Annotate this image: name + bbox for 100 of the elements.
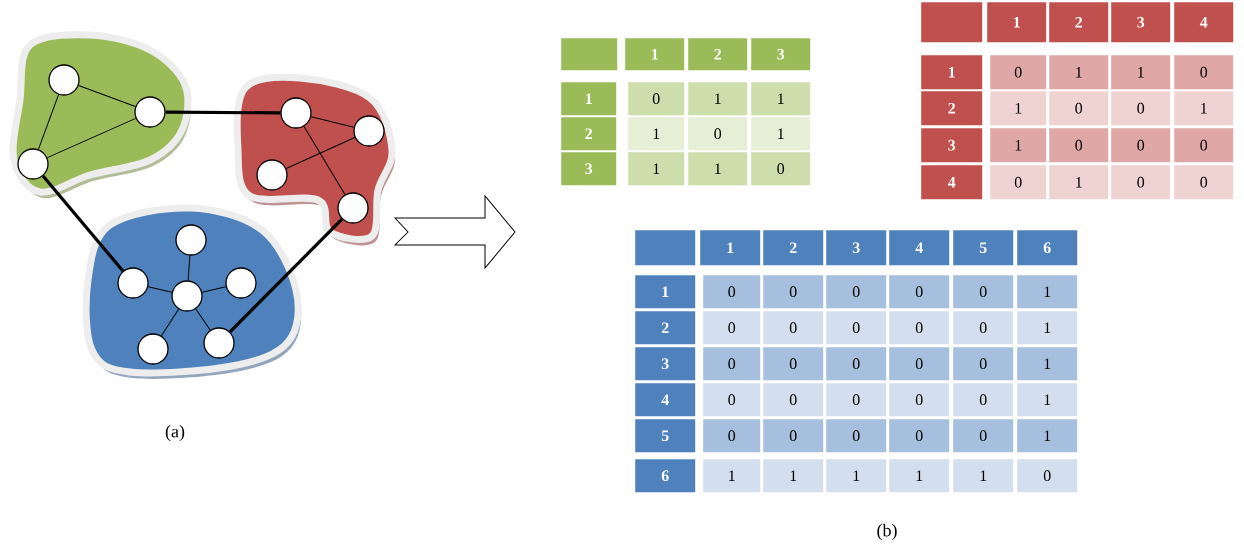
graph-vertex	[280, 97, 312, 129]
table-cell: 4	[921, 165, 983, 200]
table-cell: 1	[889, 459, 950, 493]
table-cell: 0	[763, 275, 824, 309]
table-cell: 0	[1111, 165, 1171, 200]
table-cell: 4	[889, 230, 950, 266]
table-cell: 1	[700, 230, 761, 266]
table-cell: 0	[1174, 165, 1234, 200]
table-cell: 6	[635, 459, 696, 493]
table-cell: 4	[1174, 2, 1234, 43]
table-cell: 1	[688, 152, 748, 186]
table-cell: 0	[990, 55, 1047, 90]
table-cell: 0	[763, 383, 824, 417]
table-cell: 5	[953, 230, 1014, 266]
table-cell: 0	[889, 311, 950, 345]
table-cell: 0	[953, 275, 1014, 309]
table-cell: 0	[953, 383, 1014, 417]
graph-vertex	[225, 267, 257, 299]
graph-vertex	[337, 192, 369, 224]
table-cell: 1	[1017, 311, 1078, 345]
connector-line	[195, 308, 211, 331]
connector-line	[37, 94, 60, 150]
table-cell: 1	[1174, 91, 1234, 126]
table-cell: 0	[889, 275, 950, 309]
table-cell: 1	[1111, 55, 1171, 90]
table-cell: 0	[763, 347, 824, 381]
connector-line	[187, 255, 191, 281]
table-cell: 0	[763, 419, 824, 453]
table-cell: 3	[635, 347, 696, 381]
table-cell: 0	[1111, 91, 1171, 126]
table-cell: 0	[1049, 128, 1109, 163]
table-cell: 0	[703, 311, 761, 345]
table-cell: 2	[1049, 2, 1109, 43]
table-cell: 1	[1049, 55, 1109, 90]
table-cell: 1	[1017, 419, 1078, 453]
table-cell: 1	[1049, 165, 1109, 200]
graph-vertex	[137, 333, 169, 365]
graph-vertex	[48, 64, 80, 96]
table-cell: 0	[953, 419, 1014, 453]
table-cell: 1	[1017, 347, 1078, 381]
table-cell: 1	[751, 117, 811, 151]
table-cell: 0	[826, 311, 887, 345]
table-cell: 0	[889, 347, 950, 381]
table-cell: 1	[1017, 383, 1078, 417]
table-cell: 0	[1049, 91, 1109, 126]
table-cell: 0	[703, 275, 761, 309]
table-cell: 1	[1017, 275, 1078, 309]
connector-line	[228, 218, 344, 334]
table-cell: 0	[751, 152, 811, 186]
table-cell: 2	[688, 38, 748, 71]
table-cell: 1	[628, 152, 685, 186]
connector-line	[41, 174, 125, 273]
table-cell: 0	[953, 311, 1014, 345]
table-cell: 0	[826, 347, 887, 381]
graph-vertex	[117, 267, 149, 299]
cloud-shape	[9, 31, 192, 199]
table-cell: 2	[561, 117, 617, 151]
table-cell: 2	[763, 230, 824, 266]
graph-vertex	[171, 280, 203, 312]
table-cell: 1	[990, 128, 1047, 163]
connector-line	[160, 308, 180, 337]
table-cell: 1	[703, 459, 761, 493]
table-cell: 0	[628, 82, 685, 116]
table-cell: 0	[826, 275, 887, 309]
table-cell: 1	[688, 82, 748, 116]
table-cell: 4	[635, 383, 696, 417]
graph-vertex	[134, 96, 166, 128]
connector-line	[46, 117, 137, 159]
table-cell: 1	[987, 2, 1047, 43]
table-cell: 1	[635, 275, 696, 309]
table-cell: 1	[990, 91, 1047, 126]
table-cell: 1	[921, 55, 983, 90]
connector-line	[303, 125, 346, 196]
table-cell: 3	[1111, 2, 1171, 43]
connector-line	[201, 286, 227, 293]
graph-vertex	[353, 115, 385, 147]
connector-line	[285, 136, 356, 170]
table-cell: 0	[703, 347, 761, 381]
connector-line	[147, 286, 173, 293]
table-cell: 1	[751, 82, 811, 116]
table-cell: 0	[889, 419, 950, 453]
table-cell: 2	[921, 91, 983, 126]
table-cell: 0	[1017, 459, 1078, 493]
connector-line	[165, 110, 281, 115]
table-cell: 3	[826, 230, 887, 266]
table-cell: 0	[1174, 128, 1234, 163]
table-cell: 1	[628, 117, 685, 151]
graph-vertex	[203, 327, 235, 359]
table-cell: 0	[703, 383, 761, 417]
table-cell: 3	[921, 128, 983, 163]
table-cell: 0	[703, 419, 761, 453]
graph-vertex	[175, 224, 207, 256]
caption-label: (b)	[877, 523, 897, 541]
connector-line	[78, 84, 136, 108]
table-cell: 0	[826, 383, 887, 417]
table-cell: 2	[635, 311, 696, 345]
table-cell: 3	[561, 152, 617, 186]
table-cell: 3	[751, 38, 811, 71]
graph-vertex	[17, 148, 49, 180]
graph-vertex	[256, 159, 288, 191]
